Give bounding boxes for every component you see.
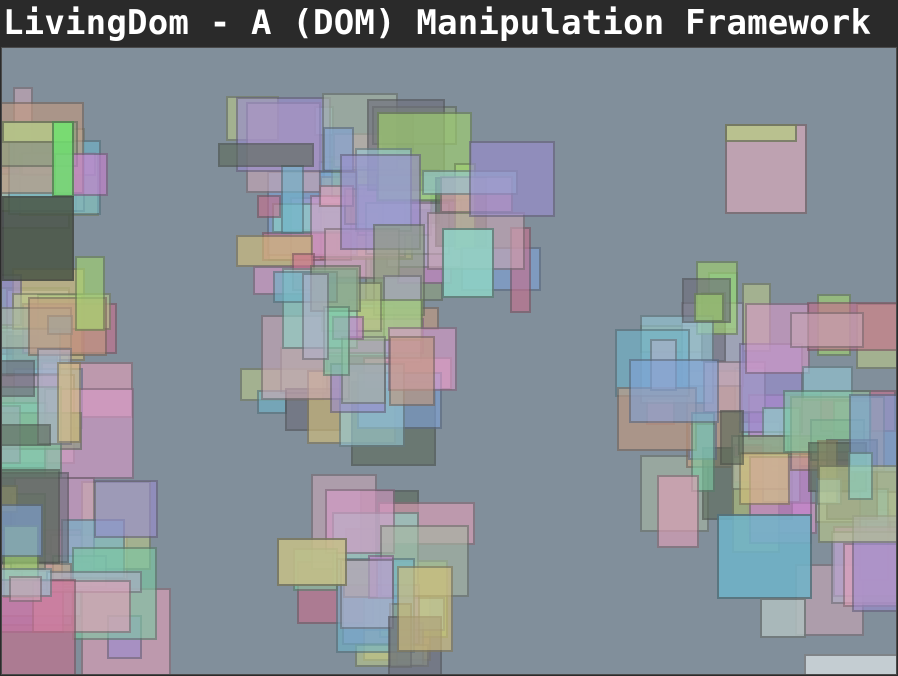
- dom-box[interactable]: [2, 424, 51, 446]
- dom-box[interactable]: [790, 312, 864, 348]
- dom-box[interactable]: [9, 576, 42, 602]
- dom-box[interactable]: [218, 143, 314, 167]
- dom-box[interactable]: [720, 410, 744, 465]
- dom-box[interactable]: [694, 293, 724, 322]
- dom-box[interactable]: [57, 362, 81, 443]
- dom-box[interactable]: [281, 165, 304, 234]
- dom-box[interactable]: [2, 504, 43, 557]
- dom-box[interactable]: [340, 559, 394, 629]
- dom-box[interactable]: [725, 124, 797, 142]
- dom-canvas[interactable]: [1, 47, 897, 675]
- dom-box[interactable]: [739, 452, 790, 505]
- dom-box[interactable]: [94, 480, 158, 538]
- dom-box[interactable]: [717, 514, 812, 599]
- dom-box[interactable]: [2, 360, 35, 397]
- dom-box[interactable]: [848, 452, 873, 500]
- dom-box[interactable]: [2, 196, 74, 281]
- dom-box[interactable]: [302, 273, 329, 360]
- dom-box[interactable]: [469, 141, 555, 217]
- dom-box[interactable]: [397, 566, 453, 652]
- dom-box[interactable]: [389, 336, 435, 406]
- dom-box[interactable]: [629, 359, 719, 423]
- dom-box[interactable]: [277, 538, 347, 586]
- title-bar: LivingDom - A (DOM) Manipulation Framewo…: [0, 0, 898, 46]
- dom-box[interactable]: [52, 121, 74, 197]
- dom-box[interactable]: [257, 195, 281, 218]
- dom-box[interactable]: [760, 598, 806, 638]
- dom-box[interactable]: [657, 475, 699, 548]
- dom-box[interactable]: [804, 654, 896, 674]
- page-title: LivingDom - A (DOM) Manipulation Framewo…: [3, 3, 872, 43]
- dom-box[interactable]: [75, 256, 105, 331]
- dom-box[interactable]: [442, 228, 494, 298]
